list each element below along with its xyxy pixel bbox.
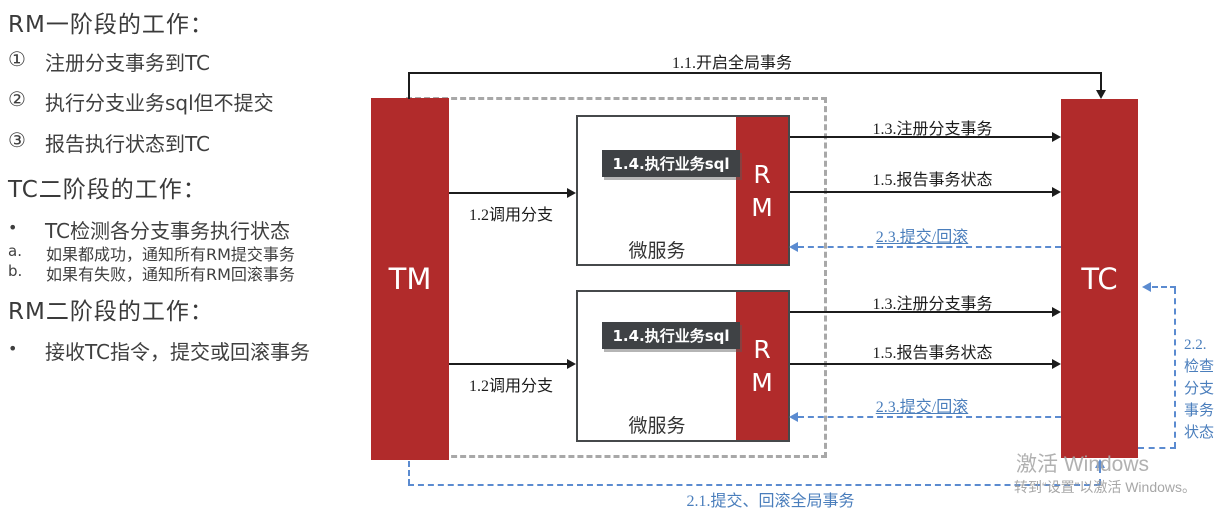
note-text: TC检测各分支事务执行状态 bbox=[45, 219, 291, 243]
flow-1-1-line-down bbox=[1100, 72, 1102, 91]
flow-2-3b-label: 2.3.提交/回滚 bbox=[875, 399, 969, 416]
flow-2-2-label-line: 2.2. bbox=[1184, 337, 1207, 353]
arrowhead-left-icon bbox=[789, 242, 798, 252]
windows-activation-watermark-title: 激活 Windows bbox=[1016, 453, 1150, 476]
rm-bar-2: R M bbox=[736, 292, 788, 440]
flow-2-2-label-line: 状态 bbox=[1184, 425, 1215, 441]
microservice-box-2: R M bbox=[576, 290, 790, 442]
letter-a-marker: a. bbox=[8, 242, 22, 260]
arrowhead-right-icon bbox=[567, 359, 576, 369]
note-text: 如果都成功，通知所有RM提交事务 bbox=[46, 245, 295, 264]
flow-2-1-line-across bbox=[408, 484, 1100, 486]
flow-2-3b-line bbox=[798, 416, 1061, 418]
note-text: 注册分支事务到TC bbox=[45, 51, 211, 75]
arrowhead-right-icon bbox=[1052, 359, 1061, 369]
arrowhead-right-icon bbox=[567, 188, 576, 198]
circled-3-marker: ③ bbox=[8, 128, 26, 152]
flow-1-1-label: 1.1.开启全局事务 bbox=[671, 55, 792, 72]
letter-b-marker: b. bbox=[8, 262, 23, 280]
exec-sql-step-2: 1.4.执行业务sql bbox=[602, 322, 740, 349]
rm-label-r: R bbox=[753, 335, 771, 364]
note-phase3-title: RM二阶段的工作： bbox=[8, 299, 214, 325]
flow-2-2-line-bottom bbox=[1138, 447, 1176, 449]
flow-1-3a-label: 1.3.注册分支事务 bbox=[872, 121, 993, 138]
rm-label-m: M bbox=[751, 368, 773, 397]
note-text: 执行分支业务sql但不提交 bbox=[45, 91, 274, 115]
flow-1-2b-label: 1.2调用分支 bbox=[468, 378, 553, 395]
flow-2-2-line-top bbox=[1152, 286, 1176, 288]
windows-activation-watermark-subtitle: 转到“设置”以激活 Windows。 bbox=[1014, 479, 1197, 495]
microservice-label-1: 微服务 bbox=[628, 240, 686, 262]
arrowhead-left-icon bbox=[789, 412, 798, 422]
arrowhead-right-icon bbox=[1052, 187, 1061, 197]
flow-2-3a-label: 2.3.提交/回滚 bbox=[875, 229, 969, 246]
flow-2-2-label-line: 分支 bbox=[1184, 381, 1215, 397]
flow-2-2-label-line: 检查 bbox=[1184, 359, 1215, 375]
flow-1-3a-line bbox=[790, 136, 1053, 138]
note-phase1-title: RM一阶段的工作： bbox=[8, 12, 214, 38]
flow-1-5a-line bbox=[790, 191, 1053, 193]
rm-label-m: M bbox=[751, 192, 773, 222]
tc-bar: TC bbox=[1061, 99, 1138, 458]
flow-1-3b-line bbox=[790, 311, 1053, 313]
arrowhead-left-icon bbox=[1142, 282, 1151, 292]
note-text: 接收TC指令，提交或回滚事务 bbox=[45, 340, 311, 364]
flow-2-1-line-down bbox=[408, 461, 410, 485]
flow-2-2-label: 2.2. 检查 分支 事务 状态 bbox=[1184, 334, 1227, 444]
arrowhead-right-icon bbox=[1052, 132, 1061, 142]
arrowhead-right-icon bbox=[1052, 307, 1061, 317]
flow-1-5a-label: 1.5.报告事务状态 bbox=[872, 172, 993, 189]
circled-2-marker: ② bbox=[8, 87, 26, 111]
circled-1-marker: ① bbox=[8, 47, 26, 71]
flow-1-5b-label: 1.5.报告事务状态 bbox=[872, 345, 993, 362]
flow-2-2-line-vertical bbox=[1174, 288, 1176, 448]
flow-1-1-line-up bbox=[408, 72, 410, 99]
flow-1-5b-line bbox=[790, 363, 1053, 365]
microservice-box-1: R M bbox=[576, 115, 790, 266]
flow-1-1-line-across bbox=[408, 72, 1102, 74]
tm-label: TM bbox=[388, 262, 432, 296]
flow-1-3b-label: 1.3.注册分支事务 bbox=[872, 296, 993, 313]
note-text: 如果有失败，通知所有RM回滚事务 bbox=[46, 265, 295, 284]
flow-2-2-label-line: 事务 bbox=[1184, 403, 1215, 419]
flow-2-1-label: 2.1.提交、回滚全局事务 bbox=[686, 493, 855, 510]
flow-2-3a-line bbox=[798, 246, 1061, 248]
rm-bar-1: R M bbox=[736, 117, 788, 264]
tm-bar: TM bbox=[371, 98, 449, 460]
flow-1-2a-label: 1.2调用分支 bbox=[468, 207, 553, 224]
bullet-marker: • bbox=[8, 218, 18, 237]
note-phase2-title: TC二阶段的工作： bbox=[8, 177, 207, 203]
arrowhead-down-icon bbox=[1096, 90, 1106, 99]
note-text: 报告执行状态到TC bbox=[45, 132, 211, 156]
arrowhead-up-icon bbox=[1095, 459, 1105, 468]
microservice-label-2: 微服务 bbox=[628, 415, 686, 437]
bullet-marker: • bbox=[8, 339, 18, 358]
flow-1-2b-line bbox=[449, 363, 568, 365]
flow-1-2a-line bbox=[449, 192, 568, 194]
tc-label: TC bbox=[1081, 261, 1118, 296]
exec-sql-step-1: 1.4.执行业务sql bbox=[602, 150, 740, 177]
rm-label-r: R bbox=[753, 159, 771, 189]
flow-2-1-line-up bbox=[1099, 467, 1101, 485]
